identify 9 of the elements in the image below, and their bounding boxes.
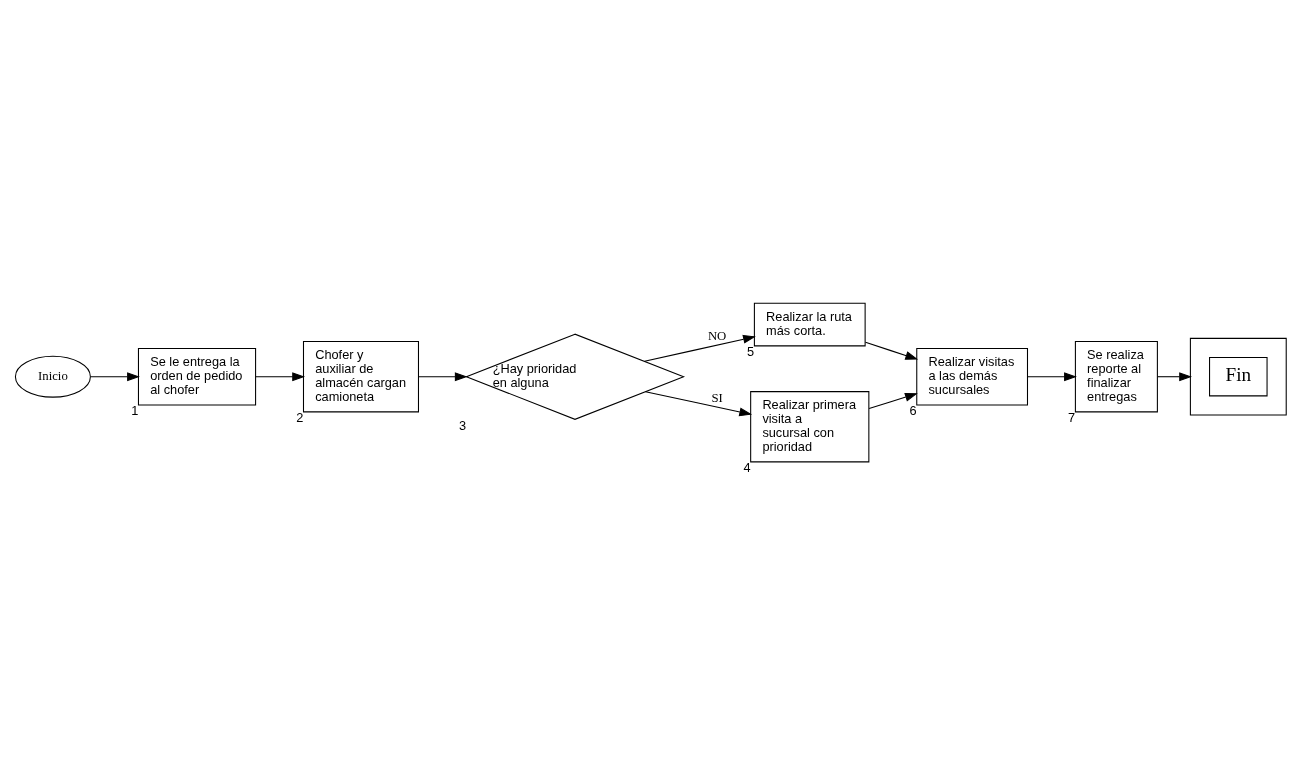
- node-label: 3: [459, 417, 467, 433]
- node-label: 5: [747, 344, 755, 360]
- edge-label: SI: [711, 390, 723, 405]
- node-label: 6: [909, 403, 917, 419]
- node-label: 2: [296, 410, 304, 426]
- node-label: 7: [1068, 410, 1076, 426]
- node-label: 4: [743, 460, 751, 476]
- edge-label: NO: [707, 329, 727, 344]
- node-label: 1: [131, 403, 139, 419]
